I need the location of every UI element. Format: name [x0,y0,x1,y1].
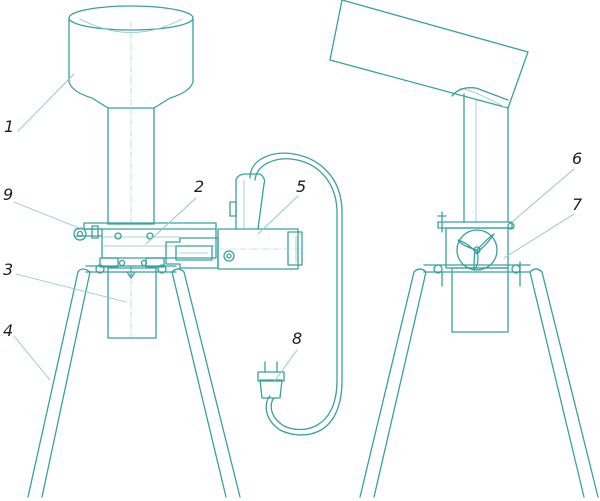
side-view [329,0,599,498]
callout-9-label: 9 [3,185,13,204]
feed-tube-front [107,107,155,225]
feed-tube-side [463,93,509,223]
callout-2-label: 2 [194,177,204,196]
hopper-front [68,5,194,109]
callout-7-label: 7 [572,195,583,214]
outlet-tube-front [107,267,157,339]
knife-rotor [456,229,498,271]
callout-5-label: 5 [296,177,306,196]
callout-6-label: 6 [572,149,582,168]
outlet-tube-side [451,267,509,333]
power-plug [257,361,285,399]
callout-8-label: 8 [292,329,302,348]
hopper-side [329,0,529,109]
power-cord [249,152,343,436]
callout-3-label: 3 [3,260,13,279]
callout-1-label: 1 [4,117,14,136]
frame-front [27,264,241,498]
motor-front [165,173,303,270]
frame-side [359,261,599,498]
callout-4-label: 4 [3,321,13,340]
callouts: 1 2 3 4 5 6 7 8 9 [3,73,583,383]
front-view [27,5,343,498]
